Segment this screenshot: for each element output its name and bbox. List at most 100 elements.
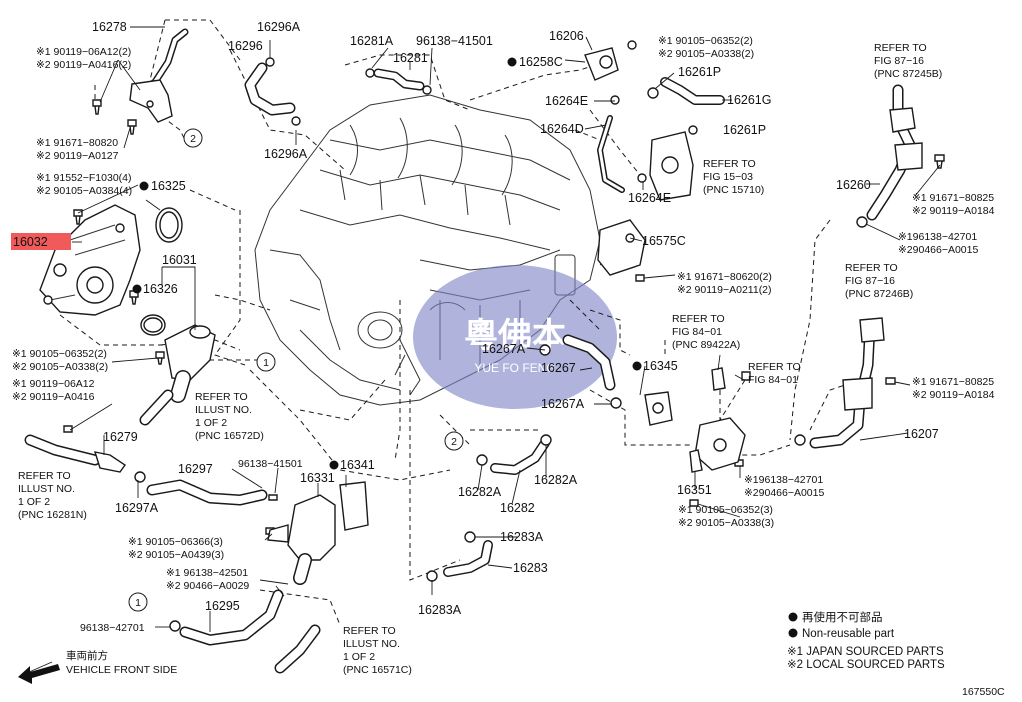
label-16282A-right: 16282A [534,473,578,487]
ref2-l1: REFER TO [703,158,756,170]
nonreusable-markers [132,57,798,638]
ref7-l2: ILLUST NO. [18,483,75,495]
fastener-labels: ※1 90119−06A12(2) ※2 90119−A0416(2) ※1 9… [12,35,995,592]
hose-16572d-shape [139,389,174,426]
label-16261G: 16261G [727,93,771,107]
watermark-en: YUE FO FENG [474,361,555,375]
ref3-l3: (PNC 87246B) [845,288,913,300]
ref4-l1: REFER TO [672,313,725,325]
label-96138-41501-top: 96138−41501 [416,34,493,48]
label-16296A-bot: 16296A [264,147,308,161]
hose-16207-shape [809,317,885,449]
bolt-1b: ※2 90119−A0416(2) [36,59,131,71]
hose-16282-shape [476,434,552,475]
highlight-16032 [11,233,71,250]
hose-16571c-shape [274,624,321,674]
label-16031: 16031 [162,253,197,267]
label-16326: 16326 [143,282,178,296]
label-16264D: 16264D [540,122,584,136]
bolt-9a: ※196138−42701 [898,231,977,243]
ref2-l3: (PNC 15710) [703,184,764,196]
bolt-12a: ※1 90105−06352(3) [678,504,773,516]
ref1-l3: (PNC 87245B) [874,68,942,80]
label-16297A: 16297A [115,501,159,515]
bypass-pipe-16278-shape [129,28,189,123]
bolt-7a: ※1 91671−80620(2) [677,271,772,283]
label-16264E-top: 16264E [545,94,588,108]
watermark-logo: 粵佛本 YUE FO FENG [413,265,617,409]
leader-lines [19,26,941,677]
label-16260: 16260 [836,178,871,192]
label-16279: 16279 [103,430,138,444]
label-16283A-top: 16283A [500,530,544,544]
ref6-l3: 1 OF 2 [195,417,227,429]
ref7-l3: 1 OF 2 [18,496,50,508]
label-16261P-top: 16261P [678,65,721,79]
ref3-l2: FIG 87−16 [845,275,895,287]
label-16264E-bot: 16264E [628,191,671,205]
label-16341: 16341 [340,458,375,472]
hose-16297-shape [134,471,268,506]
part-labels: 16278 16296A 16296 16296A 16281A 96138−4… [13,20,939,634]
figure-code: 167550C [962,686,1005,698]
bolt-12b: ※2 90105−A0338(3) [678,517,774,529]
label-16295: 16295 [205,599,240,613]
label-16267: 16267 [541,361,576,375]
bracket-16575c-shape [597,219,646,276]
ref3-l1: REFER TO [845,262,898,274]
legend-local: ※2 LOCAL SOURCED PARTS [787,659,945,671]
ref6-l1: REFER TO [195,391,248,403]
hose-16281-shape [365,68,432,95]
bolt-1a: ※1 90119−06A12(2) [36,46,131,58]
callout-2-mid: 2 [451,436,457,448]
label-16261P-mid: 16261P [723,123,766,137]
bolt-10b: ※2 90119−A0184 [912,389,995,401]
label-16351: 16351 [677,483,712,497]
ref4-l3: (PNC 89422A) [672,339,740,351]
label-16283: 16283 [513,561,548,575]
label-16331: 16331 [300,471,335,485]
hose-16296-shape [244,57,301,126]
label-16282A-left: 16282A [458,485,502,499]
hose-16267-shape [539,334,622,409]
ref4-l2: FIG 84−01 [672,326,722,338]
bolt-4a: ※1 90105−06352(2) [12,348,107,360]
label-16296: 16296 [228,39,263,53]
callout-1-mid: 1 [263,357,269,369]
ref8-l4: (PNC 16571C) [343,664,412,676]
label-16258C: 16258C [519,55,563,69]
label-16325: 16325 [151,179,186,193]
bolt-3a: ※1 91552−F1030(4) [36,172,132,184]
label-16207: 16207 [904,427,939,441]
ref1-l2: FIG 87−16 [874,55,924,67]
ref8-l3: 1 OF 2 [343,651,375,663]
water-pump-16032-shape [39,204,141,316]
legend-nonreuse: Non-reusable part [802,628,895,640]
hose-16283-shape [426,531,493,582]
gasket-16325-inner [159,211,179,239]
bolt-6b: ※2 90105−A0338(2) [658,48,754,60]
vehicle-front-arrow-icon [18,664,60,684]
bolt-14b: ※2 90466−A0029 [166,580,249,592]
label-16282: 16282 [500,501,535,515]
bolt-13a: ※1 90105−06366(3) [128,536,223,548]
label-16345: 16345 [643,359,678,373]
hose-16295-shape [169,589,284,646]
gasket-16206-hole [599,55,613,69]
label-16267A-bot: 16267A [541,397,585,411]
label-16297: 16297 [178,462,213,476]
gasket-16341-shape [339,481,369,531]
bolt-7b: ※2 90119−A0211(2) [677,284,772,296]
bolt-9b: ※290466−A0015 [898,244,978,256]
water-inlet-16031-shape [164,324,216,403]
label-16575C: 16575C [642,234,686,248]
ref1-l1: REFER TO [874,42,927,54]
hose-16279-shape [24,434,126,473]
bolt-2b: ※2 90119−A0127 [36,150,119,162]
bolt-5a: ※1 90119−06A12 [12,378,95,390]
ref8-l1: REFER TO [343,625,396,637]
ref7-l1: REFER TO [18,470,71,482]
hose-16261g-shape [647,77,725,105]
label-16281A: 16281A [350,34,394,48]
label-16278: 16278 [92,20,127,34]
